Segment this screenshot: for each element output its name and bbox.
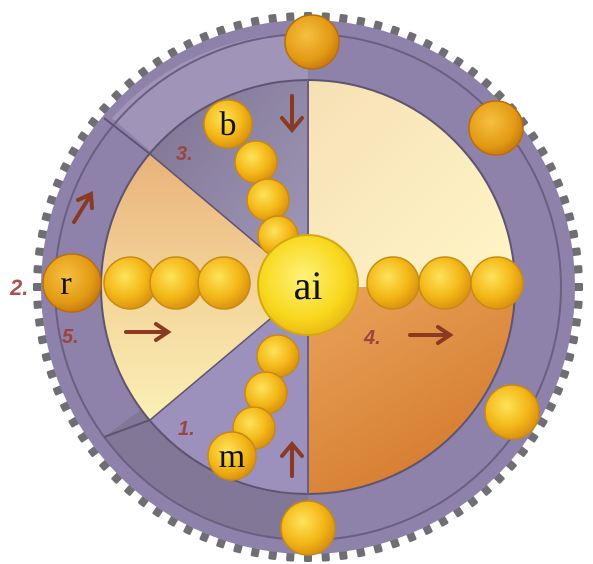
step-number-1: 1. [178, 418, 195, 440]
center-label: ai [294, 263, 323, 308]
bead [367, 257, 419, 309]
step-number-4: 4. [363, 327, 381, 349]
step-number-2: 2. [9, 275, 28, 300]
rim-bead-upper-right [469, 101, 523, 155]
bead [198, 257, 250, 309]
bead [257, 335, 299, 377]
bead-b-label: b [220, 106, 237, 143]
bead [247, 179, 289, 221]
bead-row-right [367, 257, 523, 309]
bead-r-label: r [60, 265, 72, 302]
bead-r [43, 254, 101, 312]
bead-row-left [104, 257, 250, 309]
bead [419, 257, 471, 309]
rim-bead-top [285, 15, 339, 69]
bead-m-label: m [219, 438, 245, 475]
bead [104, 257, 156, 309]
step-number-5: 5. [62, 326, 79, 348]
rim-bead-lower-right [485, 385, 539, 439]
bead [150, 257, 202, 309]
rim-bead-bottom [281, 501, 335, 555]
bead [471, 257, 523, 309]
bead [235, 141, 277, 183]
step-number-3: 3. [176, 143, 193, 165]
